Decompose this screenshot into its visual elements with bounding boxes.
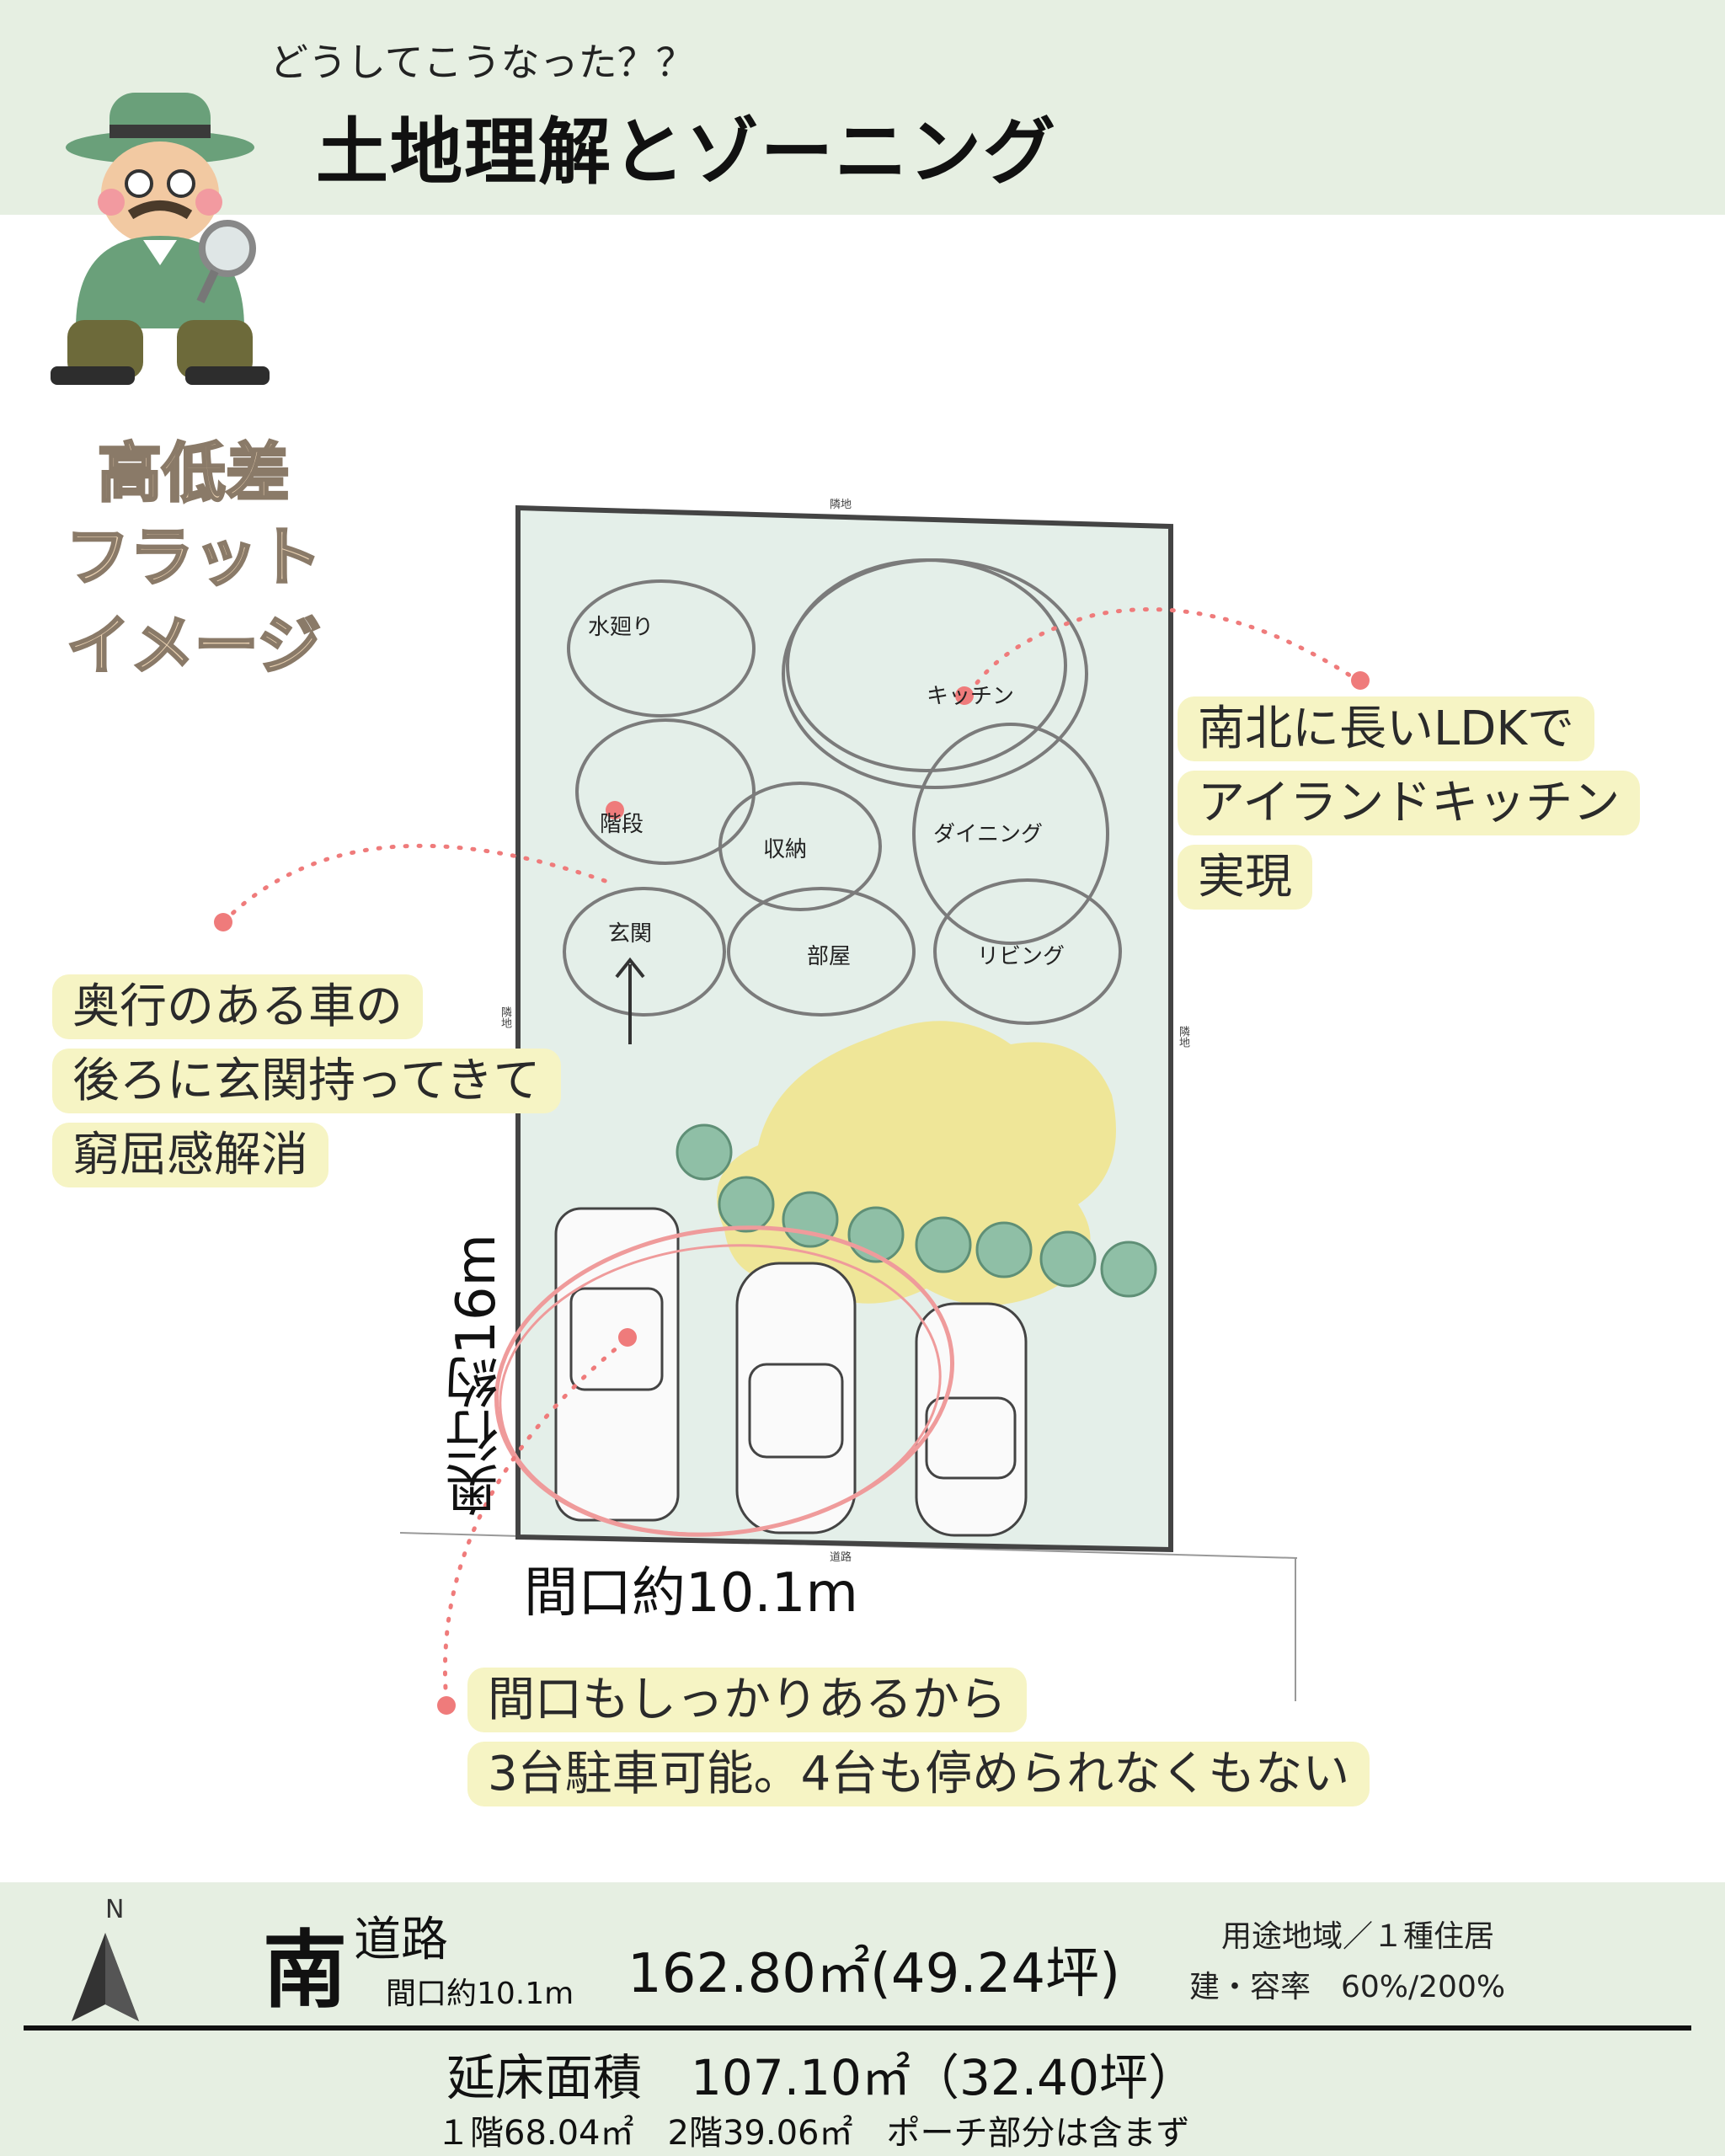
callout-dot: [955, 686, 974, 705]
compass-arrow-icon: [72, 1933, 139, 2021]
room-circle-living: [933, 878, 1122, 1025]
site-plan: [214, 504, 1370, 1715]
coverage-ratio: 建・容率 60%/200%: [1189, 1970, 1506, 2004]
road-direction: 南: [263, 1921, 347, 2020]
frontage-dimension: 間口約10.1m: [524, 1562, 858, 1625]
neighbor-label-left: 隣地: [499, 1006, 511, 1028]
room-label-kitchen: キッチン: [927, 684, 1015, 709]
callout-dot: [618, 1328, 637, 1347]
road-label: 道路: [830, 1551, 852, 1564]
note-line: 3台駐車可能。4台も停められなくもない: [467, 1742, 1370, 1806]
room-label-dining: ダイニング: [933, 822, 1044, 847]
room-circle-dining: [912, 723, 1109, 945]
tree: [915, 1216, 972, 1273]
note-line: アイランドキッチン: [1178, 771, 1641, 835]
note-line: 後ろに玄関持ってきて: [52, 1049, 561, 1113]
room-label-room: 部屋: [807, 944, 852, 969]
neighbor-label-top: 隣地: [830, 499, 852, 511]
note-ldk: 南北に長いLDKで アイランドキッチン 実現: [1178, 692, 1700, 915]
depth-dimension: 奥行約16m: [446, 1234, 508, 1517]
room-circle-stairs: [575, 718, 756, 865]
room-label-storage: 収納: [763, 837, 808, 862]
page-title: 土地理解とゾーニング: [316, 110, 1057, 195]
room-label-stairs: 階段: [600, 812, 644, 837]
note-line: 窮屈感解消: [52, 1123, 328, 1187]
note-parking: 間口もしっかりあるから 3台駐車可能。4台も停められなくもない: [467, 1663, 1478, 1812]
neighbor-label-right: 隣地: [1177, 1026, 1189, 1048]
room-circle-utility: [567, 579, 756, 718]
detective-illustration: [51, 93, 270, 385]
floor-breakdown: １階68.04㎡ 2階39.06㎡ ポーチ部分は含まず: [436, 2114, 1190, 2153]
total-floor-area: 延床面積 107.10㎡（32.40坪）: [446, 2049, 1197, 2106]
side-label-flat: フラット: [65, 519, 323, 596]
note-line: 奥行のある車の: [52, 974, 423, 1039]
zoning-district: 用途地域／１種住居: [1221, 1919, 1495, 1954]
header-band: [0, 0, 1725, 215]
room-label-utility: 水廻り: [588, 615, 654, 640]
callout-line-parking: [442, 1337, 630, 1704]
side-label-image: イメージ: [65, 607, 322, 685]
tree: [676, 1123, 733, 1181]
room-label-living: リビング: [977, 944, 1065, 969]
lot-area: 162.80㎡(49.24坪): [628, 1943, 1121, 2005]
compass-north-label: N: [105, 1895, 125, 1924]
tree: [718, 1176, 775, 1233]
note-line: 実現: [1178, 845, 1312, 910]
footer-band: [0, 1882, 1725, 2156]
tree: [975, 1221, 1033, 1278]
page-subtitle: どうしてこうなった？？: [270, 40, 695, 85]
callout-dot: [437, 1696, 456, 1715]
room-circle-room: [727, 887, 916, 1017]
callout-dot: [1351, 671, 1370, 690]
tree: [1039, 1230, 1097, 1288]
note-line: 南北に長いLDKで: [1178, 696, 1595, 761]
room-label-entrance: 玄関: [608, 921, 653, 947]
road-type: 道路: [354, 1913, 448, 1967]
side-label-elevation: 高低差: [97, 435, 291, 512]
room-circle-storage: [718, 782, 882, 911]
callout-dot: [214, 913, 232, 931]
room-circle-entrance: [563, 887, 726, 1017]
footer-divider: [24, 2025, 1691, 2031]
tree: [1100, 1241, 1157, 1298]
note-line: 間口もしっかりあるから: [467, 1668, 1027, 1732]
callout-dot: [606, 801, 624, 819]
footer-frontage: 間口約10.1m: [386, 1977, 574, 2011]
note-entrance: 奥行のある車の 後ろに玄関持ってきて 窮屈感解消: [52, 970, 642, 1193]
